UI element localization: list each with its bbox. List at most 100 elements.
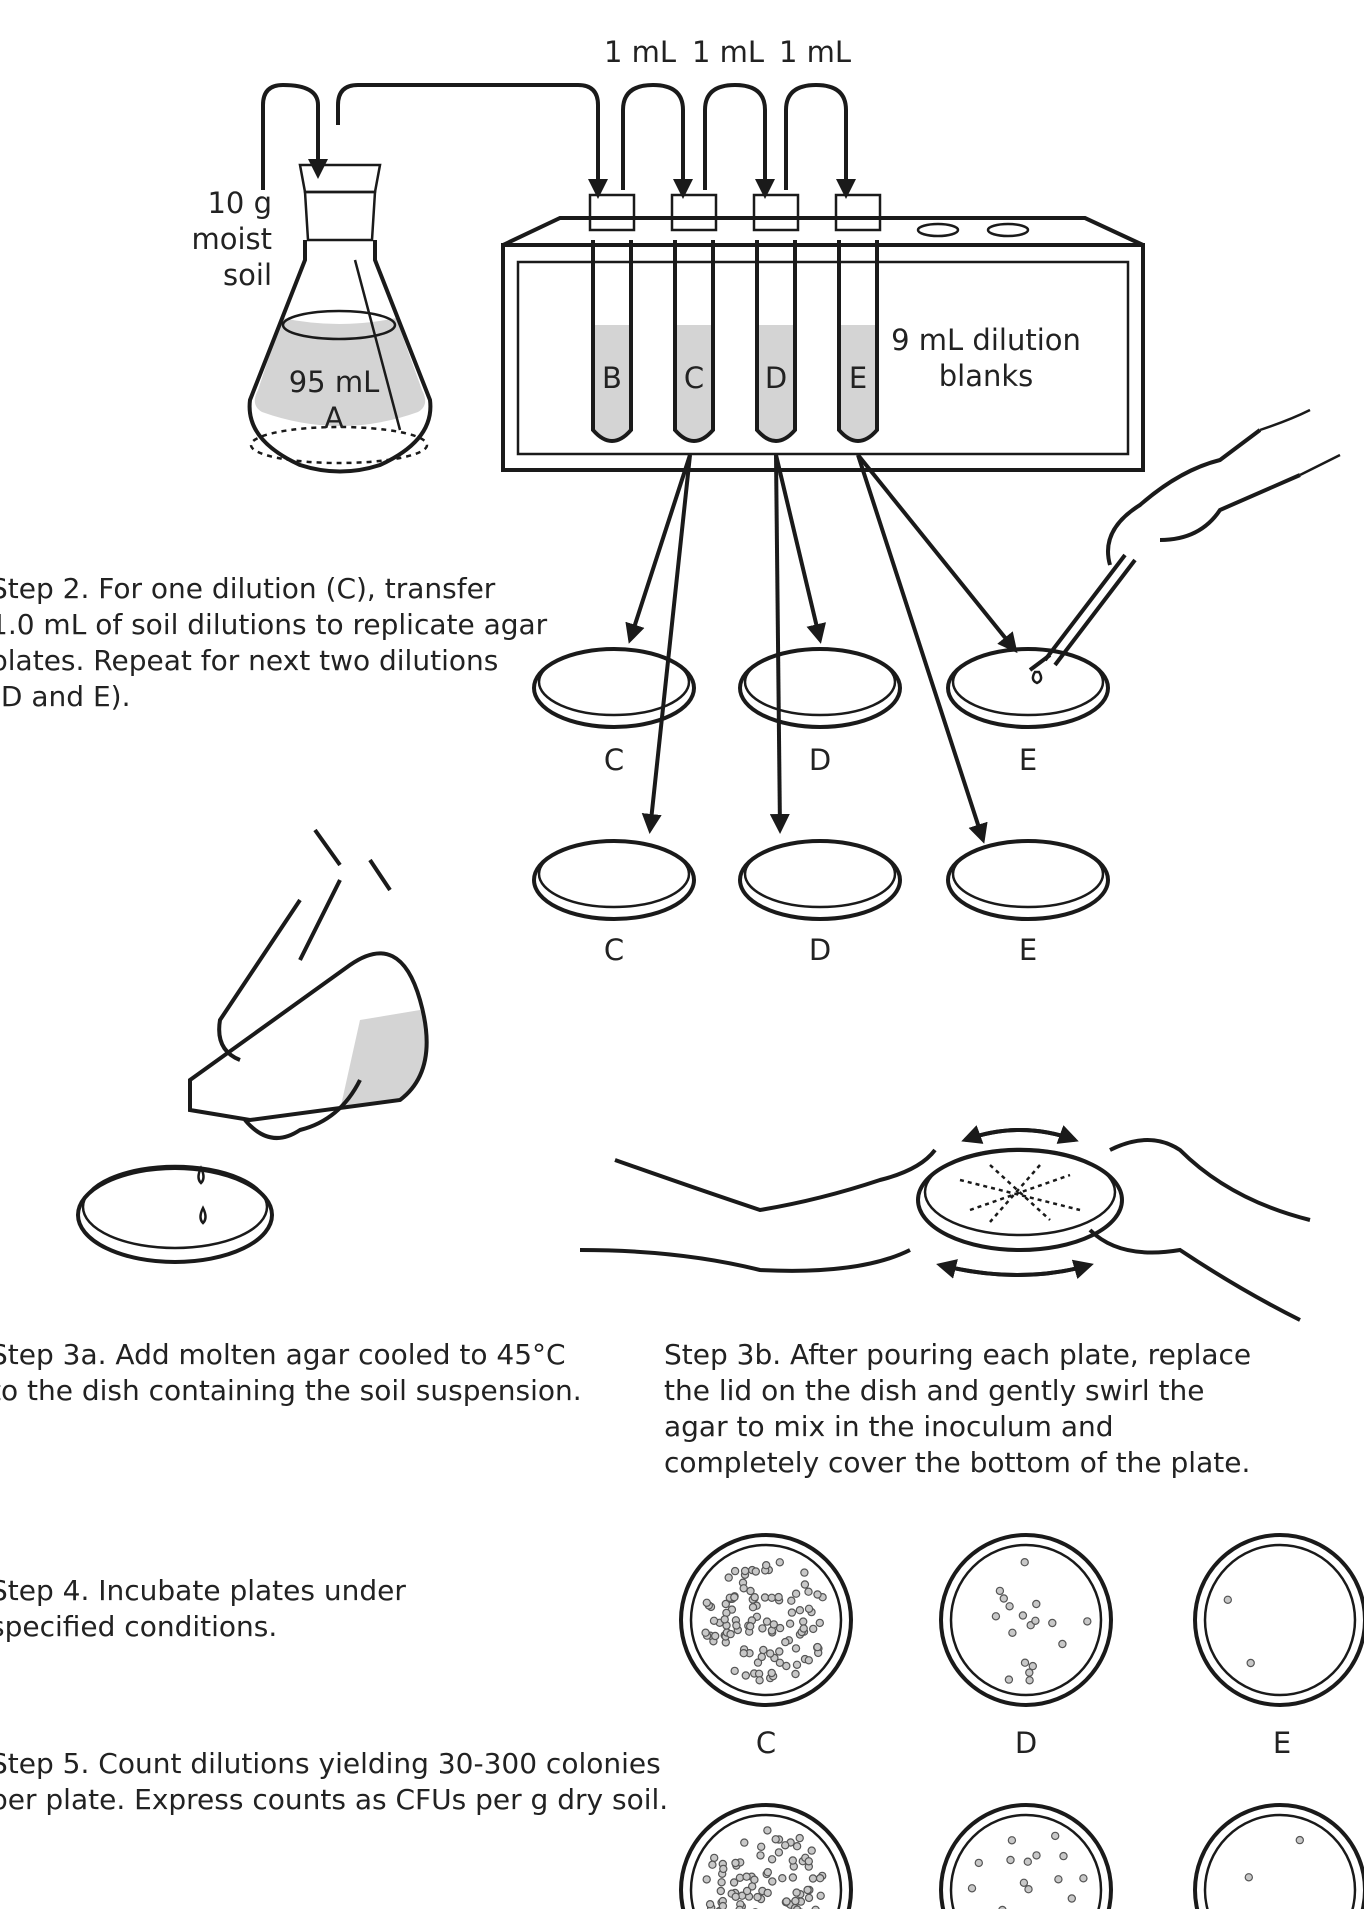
colony-dot bbox=[757, 1842, 766, 1852]
step5-line-2: per plate. Express counts as CFUs per g … bbox=[0, 1783, 668, 1816]
colony-dot bbox=[767, 1593, 777, 1603]
colony-dot bbox=[711, 1631, 720, 1641]
colony-dot bbox=[750, 1592, 759, 1602]
plate-label-d-bottom: D bbox=[809, 933, 831, 967]
colony-dot bbox=[1059, 1851, 1068, 1861]
test-tube-rack bbox=[501, 216, 1145, 472]
colony-dot bbox=[705, 1899, 715, 1909]
transfer-label-3: 1 mL bbox=[779, 35, 851, 69]
step2-line-1: Step 2. For one dilution (C), transfer bbox=[0, 572, 496, 605]
colony-dot bbox=[813, 1590, 822, 1599]
colony-dot bbox=[999, 1594, 1009, 1603]
colony-dot bbox=[1023, 1857, 1033, 1866]
pipette-hand-illustration bbox=[1028, 408, 1341, 685]
colony-dot bbox=[755, 1676, 764, 1685]
colony-dot bbox=[735, 1905, 744, 1909]
colony-dot bbox=[1050, 1831, 1060, 1841]
colony-dot bbox=[726, 1629, 735, 1639]
colony-dot bbox=[800, 1568, 809, 1577]
colony-dot bbox=[730, 1592, 739, 1602]
colony-dot bbox=[730, 1566, 740, 1576]
colony-dot bbox=[750, 1875, 759, 1884]
colony-dot bbox=[1054, 1875, 1063, 1884]
colony-dot bbox=[721, 1599, 731, 1609]
blank-label-line-2: blanks bbox=[939, 359, 1034, 393]
transfer-arrows bbox=[261, 82, 856, 199]
colony-dot bbox=[708, 1860, 717, 1869]
colony-dot bbox=[746, 1621, 755, 1631]
incubated-label-e: E bbox=[1273, 1726, 1291, 1760]
colony-dot bbox=[1007, 1836, 1017, 1845]
colony-dot bbox=[799, 1624, 808, 1633]
flask-a bbox=[247, 163, 433, 474]
colony-dot bbox=[775, 1647, 784, 1656]
colony-dot bbox=[778, 1873, 787, 1883]
flask-volume-label: 95 mL bbox=[289, 365, 380, 399]
colony-dot bbox=[816, 1891, 825, 1901]
colony-dot bbox=[1223, 1595, 1233, 1605]
test-tubes bbox=[588, 193, 882, 443]
soil-label-line-1: 10 g bbox=[207, 186, 272, 220]
colony-dot bbox=[791, 1589, 801, 1598]
colony-dot bbox=[795, 1833, 804, 1843]
colony-dot bbox=[753, 1892, 762, 1902]
colony-dot bbox=[792, 1660, 802, 1670]
colony-dot bbox=[720, 1615, 729, 1624]
step2-line-3: plates. Repeat for next two dilutions bbox=[0, 644, 498, 677]
colony-dot bbox=[759, 1645, 768, 1655]
blank-label-line-1: 9 mL dilution bbox=[891, 323, 1081, 357]
colony-dot bbox=[1048, 1618, 1057, 1628]
colony-dot bbox=[1025, 1668, 1034, 1677]
plate-label-e-bottom: E bbox=[1019, 933, 1037, 967]
transfer-label-1: 1 mL bbox=[604, 35, 676, 69]
pouring-illustration bbox=[76, 828, 429, 1264]
colony-dot bbox=[763, 1888, 772, 1898]
colony-dot bbox=[787, 1596, 796, 1605]
colony-dot bbox=[769, 1620, 779, 1629]
colony-dot bbox=[804, 1893, 814, 1903]
colony-dot bbox=[791, 1896, 800, 1906]
colony-dot bbox=[791, 1669, 800, 1679]
colony-dot bbox=[718, 1901, 728, 1909]
colony-dot bbox=[751, 1567, 761, 1576]
colony-dot bbox=[1079, 1874, 1088, 1883]
colony-dot bbox=[741, 1671, 751, 1680]
swirling-illustration bbox=[579, 1125, 1311, 1322]
plating-arrows bbox=[625, 453, 1018, 844]
colony-dot bbox=[731, 1858, 740, 1868]
incubated-label-d: D bbox=[1015, 1726, 1037, 1760]
colony-dot bbox=[991, 1612, 1001, 1621]
colony-dot bbox=[724, 1573, 733, 1582]
colony-dot bbox=[702, 1875, 711, 1884]
incubated-plates bbox=[679, 1533, 1364, 1909]
colony-dot bbox=[710, 1853, 719, 1863]
colony-dot bbox=[793, 1905, 802, 1909]
colony-dot bbox=[701, 1628, 710, 1637]
colony-dot bbox=[1067, 1894, 1077, 1903]
colony-dot bbox=[782, 1897, 791, 1906]
step3b-line-4: completely cover the bottom of the plate… bbox=[664, 1446, 1250, 1479]
colony-dot bbox=[792, 1888, 801, 1897]
step3b-line-1: Step 3b. After pouring each plate, repla… bbox=[664, 1338, 1251, 1371]
plate-label-c-top: C bbox=[604, 743, 624, 777]
colony-dot bbox=[768, 1877, 777, 1886]
colony-dot bbox=[1019, 1878, 1029, 1888]
colony-dot bbox=[1032, 1851, 1041, 1860]
colony-dot bbox=[1025, 1676, 1034, 1685]
colony-dot bbox=[1028, 1661, 1038, 1671]
colony-dot bbox=[815, 1873, 825, 1883]
colony-dot bbox=[811, 1905, 820, 1909]
colony-dot bbox=[1083, 1617, 1092, 1626]
colony-dot bbox=[1295, 1835, 1305, 1845]
colony-dot bbox=[1246, 1658, 1255, 1668]
colony-dot bbox=[967, 1884, 977, 1893]
colony-dot bbox=[719, 1864, 728, 1874]
incubated-label-c: C bbox=[756, 1726, 776, 1760]
colony-dot bbox=[1018, 1611, 1028, 1620]
colony-dot bbox=[775, 1623, 785, 1633]
colony-dot bbox=[807, 1846, 816, 1855]
colony-dot bbox=[775, 1658, 785, 1668]
colony-dot bbox=[766, 1649, 775, 1658]
step5-line-1: Step 5. Count dilutions yielding 30-300 … bbox=[0, 1747, 661, 1780]
step4-line-1: Step 4. Incubate plates under bbox=[0, 1574, 406, 1607]
